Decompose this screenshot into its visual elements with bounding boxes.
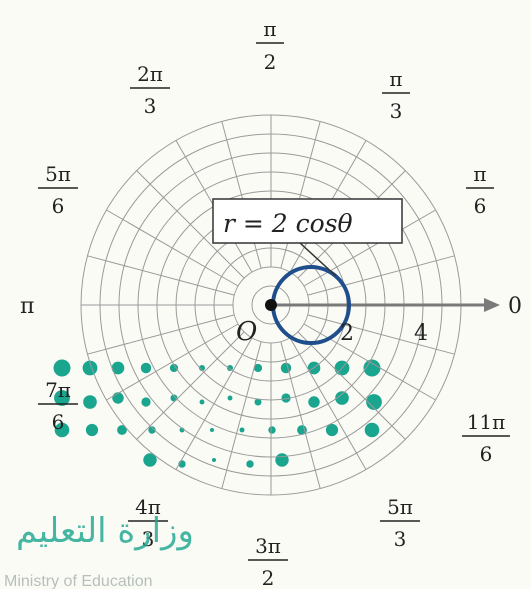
angle-label-4pi-3-numerator: 4π xyxy=(135,495,161,519)
grid-spoke xyxy=(221,121,262,269)
radius-tick-label-2: 2 xyxy=(340,321,354,346)
angle-label-3pi-2: 3π 2 xyxy=(248,534,288,589)
angle-label-pi-6: π 6 xyxy=(466,162,494,218)
watermark-dot xyxy=(53,359,71,377)
watermark-dot xyxy=(54,390,70,406)
angle-label-pi-3: π 3 xyxy=(382,67,410,123)
grid-spoke xyxy=(303,209,436,287)
polar-axis xyxy=(271,298,500,312)
watermark-dot xyxy=(141,397,151,407)
radius-tick-label-4: 4 xyxy=(414,321,428,346)
angle-label-3pi-2-numerator: 3π xyxy=(255,534,281,558)
grid-spoke xyxy=(280,341,321,489)
watermark-dot xyxy=(148,426,156,434)
watermark-dot xyxy=(83,395,97,409)
angle-label-11pi-6-denominator: 6 xyxy=(480,442,493,466)
watermark-dot xyxy=(82,360,98,376)
grid-spoke xyxy=(289,337,367,470)
watermark-dot xyxy=(254,398,262,406)
grid-spoke xyxy=(87,314,235,355)
angle-label-3pi-2-denominator: 2 xyxy=(262,566,275,589)
angle-label-7pi-6-numerator: 7π xyxy=(45,378,71,402)
angle-label-pi-2: π 2 xyxy=(256,17,284,74)
watermark-dot xyxy=(199,399,205,405)
angle-label-pi-2-denominator: 2 xyxy=(264,50,277,74)
equation-label: r = 2 cosθ xyxy=(223,209,353,238)
watermark-dot xyxy=(212,458,216,462)
angle-label-2pi-3-numerator: 2π xyxy=(137,62,163,86)
watermark-dot xyxy=(226,364,234,372)
watermark-dot xyxy=(253,363,263,373)
angle-label-4pi-3: 4π 3 xyxy=(128,495,168,551)
watermark-dot xyxy=(308,396,320,408)
grid-spoke xyxy=(106,209,239,287)
grid-spoke xyxy=(303,323,436,401)
polar-axis-arrow-icon xyxy=(484,298,500,312)
watermark-dot xyxy=(280,362,292,374)
grid-spoke xyxy=(106,323,239,401)
grid-spoke xyxy=(280,121,321,269)
watermark-dot xyxy=(281,393,291,403)
watermark-dot xyxy=(364,422,380,438)
grid-spoke xyxy=(307,255,455,296)
watermark-dot xyxy=(297,425,307,435)
angle-label-5pi-6-numerator: 5π xyxy=(45,162,71,186)
watermark-dot xyxy=(112,392,124,404)
angle-label-5pi-3: 5π 3 xyxy=(380,495,420,551)
watermark-dot xyxy=(169,363,179,373)
watermark-dot xyxy=(268,426,276,434)
grid-spoke xyxy=(221,341,262,489)
equation-leader-line xyxy=(299,242,337,277)
angle-label-2pi-3-denominator: 3 xyxy=(144,94,157,118)
equation-callout: r = 2 cosθ xyxy=(212,198,403,277)
angle-label-2pi-3: 2π 3 xyxy=(130,62,170,118)
angle-label-pi: π xyxy=(20,294,34,319)
watermark-dot xyxy=(239,427,245,433)
angle-label-11pi-6: 11π 6 xyxy=(462,410,510,466)
angle-label-7pi-6-denominator: 6 xyxy=(52,410,65,434)
watermark-dot xyxy=(325,423,339,437)
grid-spoke xyxy=(297,331,406,440)
watermark-dot xyxy=(85,423,99,437)
angle-label-pi-3-denominator: 3 xyxy=(390,99,403,123)
watermark-dot xyxy=(246,460,254,468)
angle-label-5pi-6: 5π 6 xyxy=(38,162,78,218)
angle-label-7pi-6: 7π 6 xyxy=(38,378,78,434)
watermark-dot xyxy=(111,361,125,375)
watermark-dot xyxy=(117,425,127,435)
watermark-dot xyxy=(335,391,349,405)
angle-label-0: 0 xyxy=(508,294,522,319)
watermark-dot xyxy=(143,453,157,467)
angle-label-5pi-3-denominator: 3 xyxy=(394,527,407,551)
watermark-dot xyxy=(210,428,214,432)
angle-label-pi-6-numerator: π xyxy=(473,162,486,186)
grid-spoke xyxy=(87,255,235,296)
equation-box xyxy=(212,198,403,244)
watermark-dot-pattern xyxy=(53,359,382,468)
watermark-dot xyxy=(366,394,382,410)
watermark-arabic-text: وزارة التعليم xyxy=(16,511,194,551)
angle-label-pi-3-numerator: π xyxy=(389,67,402,91)
pole-label: O xyxy=(236,317,257,347)
grid-spoke xyxy=(307,314,455,355)
watermark-dot xyxy=(227,395,233,401)
angle-label-5pi-6-denominator: 6 xyxy=(52,194,65,218)
angle-label-5pi-3-numerator: 5π xyxy=(387,495,413,519)
grid-spoke xyxy=(136,331,245,440)
watermark-dot xyxy=(198,364,206,372)
watermark-dot xyxy=(363,359,381,377)
watermark-dot xyxy=(275,453,289,467)
angle-label-pi-2-numerator: π xyxy=(263,17,276,41)
angle-label-pi-6-denominator: 6 xyxy=(474,194,487,218)
grid-spoke xyxy=(136,170,245,279)
angle-label-4pi-3-denominator: 3 xyxy=(142,527,155,551)
watermark-english-text: Ministry of Education xyxy=(4,573,153,589)
watermark-dot xyxy=(54,422,70,438)
grid-spoke xyxy=(175,337,253,470)
angle-label-11pi-6-numerator: 11π xyxy=(467,410,506,434)
watermark-dot xyxy=(140,362,152,374)
pole-point xyxy=(265,299,277,311)
